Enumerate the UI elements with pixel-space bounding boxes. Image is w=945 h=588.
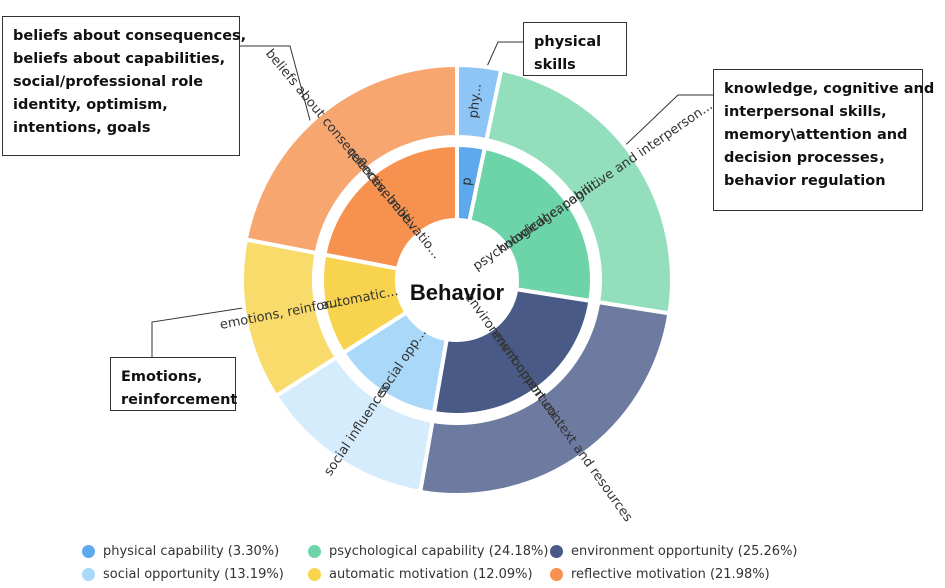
legend-item: physical capability (3.30%)	[82, 544, 279, 559]
legend-swatch	[550, 545, 563, 558]
legend-label: social opportunity (13.19%)	[103, 567, 284, 582]
callout-line: memory\attention and	[724, 127, 908, 143]
legend-label: psychological capability (24.18%)	[329, 544, 549, 559]
outer-ring	[240, 62, 674, 497]
legend-label: physical capability (3.30%)	[103, 544, 280, 559]
inner-ring	[320, 142, 594, 417]
legend-label: environment opportunity (25.26%)	[571, 544, 798, 559]
legend-item: reflective motivation (21.98%)	[550, 567, 770, 582]
legend-swatch	[308, 545, 321, 558]
segment-psychological	[466, 145, 594, 304]
segment-reflective_outer	[243, 62, 459, 256]
callout-line: beliefs about consequences,	[13, 28, 247, 44]
callout-line: reinforcement	[121, 392, 238, 408]
arc-label-physical: p	[459, 177, 475, 187]
legend-swatch	[82, 568, 95, 581]
callout-line: decision processes，	[724, 150, 893, 166]
callout-psychological: knowledge, cognitive and interpersonal s…	[713, 69, 935, 211]
center-label: Behavior	[410, 280, 505, 305]
callout-automatic: Emotions, reinforcement	[110, 357, 238, 411]
legend-item: environment opportunity (25.26%)	[550, 544, 798, 559]
callout-line: interpersonal skills,	[724, 104, 887, 120]
callout-line: knowledge, cognitive and	[724, 81, 935, 97]
callout-line: physical	[534, 34, 602, 50]
segment-reflective	[322, 142, 459, 272]
segment-environment_outer	[417, 299, 672, 497]
legend-swatch	[308, 568, 321, 581]
legend-swatch	[550, 568, 563, 581]
legend-item: psychological capability (24.18%)	[308, 544, 548, 559]
callout-leader-lines	[151, 41, 713, 357]
leader-line-reflective	[240, 45, 319, 151]
legend-swatch	[82, 545, 95, 558]
legend-label: automatic motivation (12.09%)	[329, 567, 533, 582]
legend-item: automatic motivation (12.09%)	[308, 567, 533, 582]
callout-reflective: beliefs about consequences, beliefs abou…	[2, 16, 247, 156]
arc-label-physical_outer: phy...	[466, 83, 485, 119]
callout-line: intentions, goals	[13, 120, 151, 136]
segment-psychological_outer	[484, 67, 674, 316]
callout-line: behavior regulation	[724, 173, 886, 189]
callout-line: identity, optimism,	[13, 97, 168, 113]
legend-label: reflective motivation (21.98%)	[571, 567, 770, 582]
callout-physical: physical skills	[523, 22, 627, 76]
segment-environment	[431, 287, 593, 417]
legend-item: social opportunity (13.19%)	[82, 567, 284, 582]
callout-line: beliefs about capabilities,	[13, 51, 226, 67]
callout-line: Emotions,	[121, 369, 203, 385]
leader-line-psychological	[611, 94, 713, 159]
callout-line: skills	[534, 57, 576, 73]
leader-line-automatic	[151, 304, 263, 357]
callout-line: social/professional role	[13, 74, 204, 90]
